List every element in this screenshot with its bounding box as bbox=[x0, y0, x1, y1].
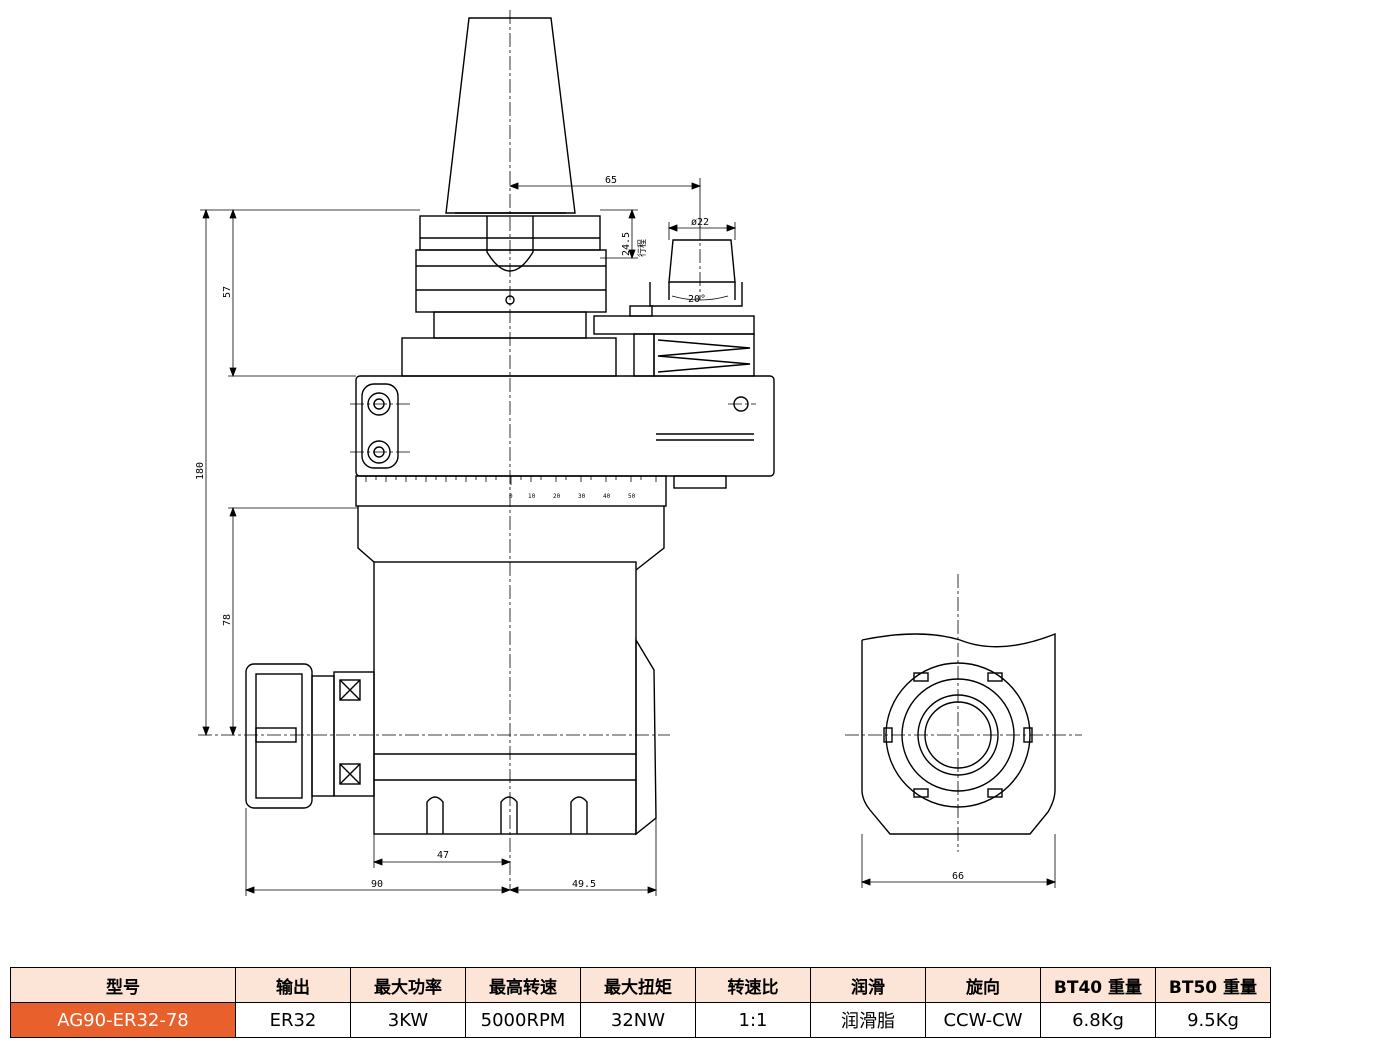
swivel-ring bbox=[355, 375, 775, 507]
dim-diameter-22: ø22 bbox=[691, 217, 709, 228]
dimension-labels: 65 24.5 行程 ø22 20° 57 180 78 47 90 49.5 … bbox=[195, 175, 964, 890]
dim-angle-20: 20° bbox=[688, 294, 706, 305]
spec-header-row: 型号 输出 最大功率 最高转速 最大扭矩 转速比 润滑 旋向 BT40 重量 B… bbox=[10, 967, 1271, 1003]
dim-78: 78 bbox=[222, 614, 233, 626]
header-output: 输出 bbox=[235, 967, 351, 1003]
value-max-torque: 32NW bbox=[580, 1002, 696, 1038]
scale-mark: 20 bbox=[553, 493, 561, 500]
spec-value-row: AG90-ER32-78 ER32 3KW 5000RPM 32NW 1:1 润… bbox=[10, 1002, 1271, 1038]
center-lines bbox=[198, 10, 1082, 890]
header-bt40-weight: BT40 重量 bbox=[1040, 967, 1156, 1003]
header-bt50-weight: BT50 重量 bbox=[1155, 967, 1271, 1003]
header-lubrication: 润滑 bbox=[810, 967, 926, 1003]
dimension-lines bbox=[200, 178, 1057, 896]
scale-mark: 0 bbox=[509, 493, 513, 500]
header-max-speed: 最高转速 bbox=[465, 967, 581, 1003]
value-model: AG90-ER32-78 bbox=[10, 1002, 236, 1038]
scale-mark: 10 bbox=[528, 493, 536, 500]
value-lubrication: 润滑脂 bbox=[810, 1002, 926, 1038]
dim-66: 66 bbox=[952, 871, 964, 882]
side-view bbox=[861, 632, 1056, 835]
scale-mark: 50 bbox=[628, 493, 636, 500]
value-bt50-weight: 9.5Kg bbox=[1155, 1002, 1271, 1038]
value-rotation: CCW-CW bbox=[925, 1002, 1041, 1038]
dim-90: 90 bbox=[371, 879, 383, 890]
taper-shank bbox=[445, 17, 576, 214]
header-max-power: 最大功率 bbox=[350, 967, 466, 1003]
dim-57: 57 bbox=[222, 286, 233, 298]
dim-24-5: 24.5 bbox=[621, 232, 632, 256]
angle-scale: 0 10 20 30 40 50 bbox=[509, 493, 636, 500]
header-max-torque: 最大扭矩 bbox=[580, 967, 696, 1003]
value-bt40-weight: 6.8Kg bbox=[1040, 1002, 1156, 1038]
value-output: ER32 bbox=[235, 1002, 351, 1038]
scale-mark: 40 bbox=[603, 493, 611, 500]
dim-49-5: 49.5 bbox=[572, 879, 596, 890]
flange bbox=[401, 215, 617, 377]
value-speed-ratio: 1:1 bbox=[695, 1002, 811, 1038]
value-max-power: 3KW bbox=[350, 1002, 466, 1038]
header-speed-ratio: 转速比 bbox=[695, 967, 811, 1003]
spec-table: 型号 输出 最大功率 最高转速 最大扭矩 转速比 润滑 旋向 BT40 重量 B… bbox=[10, 967, 1271, 1038]
value-max-speed: 5000RPM bbox=[465, 1002, 581, 1038]
lower-housing bbox=[357, 506, 665, 836]
technical-drawing: 65 24.5 行程 ø22 20° 57 180 78 47 90 49.5 … bbox=[195, 10, 1082, 896]
dim-stroke-label: 行程 bbox=[636, 239, 648, 257]
dim-47: 47 bbox=[437, 850, 449, 861]
dim-65: 65 bbox=[605, 175, 617, 186]
collet-nut bbox=[245, 663, 375, 809]
scale-mark: 30 bbox=[578, 493, 586, 500]
angle-scale-ticks bbox=[365, 476, 657, 485]
header-model: 型号 bbox=[10, 967, 236, 1003]
dim-180: 180 bbox=[195, 462, 206, 480]
stop-block bbox=[593, 239, 755, 489]
header-rotation: 旋向 bbox=[925, 967, 1041, 1003]
